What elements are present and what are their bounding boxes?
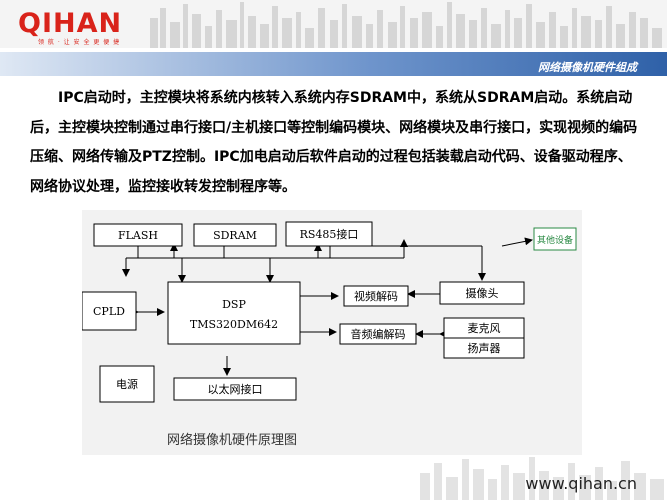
camera-box <box>439 281 525 305</box>
section-title-bar <box>0 52 667 76</box>
skyline-decoration <box>150 2 662 48</box>
rs485-box <box>285 221 373 247</box>
camera-label: 摄像头 <box>466 286 499 300</box>
diagram-caption: 网络摄像机硬件原理图 <box>167 432 297 448</box>
speaker-box <box>443 337 525 359</box>
header: QIHAN 领 航 · 让 安 全 更 便 捷 <box>0 0 667 48</box>
logo-tagline: 领 航 · 让 安 全 更 便 捷 <box>38 39 121 46</box>
power-label: 电源 <box>116 377 138 391</box>
sdram-box <box>193 223 277 247</box>
qihan-logo: QIHAN <box>18 8 123 39</box>
sdram-label: SDRAM <box>213 229 257 242</box>
rs485-label: RS485接口 <box>300 228 359 241</box>
power-box <box>99 365 155 403</box>
body-paragraph: IPC启动时，主控模块将系统内核转入系统内存SDRAM中，系统从SDRAM启动。… <box>30 90 638 195</box>
dsp-box <box>167 281 301 345</box>
audio-codec-label: 音频编解码 <box>351 327 406 341</box>
flash-box <box>93 223 183 247</box>
footer-url[interactable]: www.qihan.cn <box>525 474 637 493</box>
to-other-devices-arrow <box>501 237 533 247</box>
cpld-box <box>82 291 137 331</box>
footer-skyline <box>420 457 664 500</box>
video-codec-box <box>343 285 409 307</box>
section-title: 网络摄像机硬件组成 <box>538 61 637 74</box>
ethernet-label: 以太网接口 <box>208 383 263 396</box>
audio-codec-box <box>339 323 417 345</box>
ethernet-box <box>173 377 297 401</box>
dsp-label: DSP <box>222 298 246 311</box>
mic-label: 麦克风 <box>468 322 501 335</box>
dsp-model-label: TMS320DM642 <box>190 318 278 331</box>
other-devices-box <box>533 227 577 251</box>
video-codec-label: 视频解码 <box>354 289 398 303</box>
flash-label: FLASH <box>118 229 158 242</box>
other-devices-label: 其他设备 <box>537 234 573 246</box>
hardware-diagram: FLASH SDRAM RS485接口 CPLD DSP TMS320DM642… <box>82 210 582 455</box>
speaker-label: 扬声器 <box>468 341 501 355</box>
cpld-label: CPLD <box>93 305 125 318</box>
